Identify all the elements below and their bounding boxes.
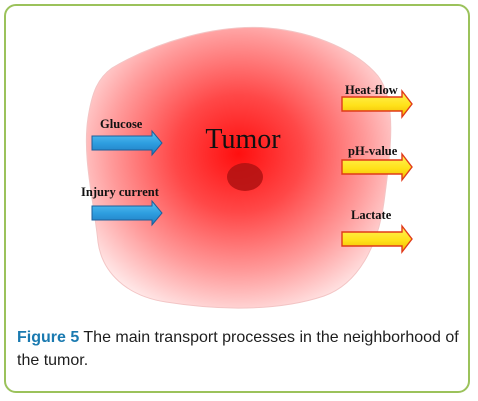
injury-current-label: Injury current (81, 185, 160, 199)
tumor-diagram: Tumor Glucose Injury current Heat-flow p… (81, 26, 413, 309)
lactate-arrow (341, 223, 413, 255)
figure-frame: Tumor Glucose Injury current Heat-flow p… (4, 4, 470, 393)
injury-current-arrow (91, 199, 163, 227)
heat-flow-label: Heat-flow (345, 83, 398, 97)
ph-value-arrow (341, 151, 413, 183)
lactate-label: Lactate (351, 208, 392, 222)
caption-text: The main transport processes in the neig… (17, 329, 459, 369)
tumor-label: Tumor (205, 124, 281, 155)
glucose-label: Glucose (100, 117, 143, 131)
glucose-arrow (91, 129, 163, 157)
caption-figure-label: Figure 5 (17, 329, 80, 346)
figure-caption: Figure 5 The main transport processes in… (17, 326, 468, 372)
ph-value-label: pH-value (348, 144, 398, 158)
heat-flow-arrow (341, 88, 413, 120)
tumor-core (227, 163, 263, 191)
